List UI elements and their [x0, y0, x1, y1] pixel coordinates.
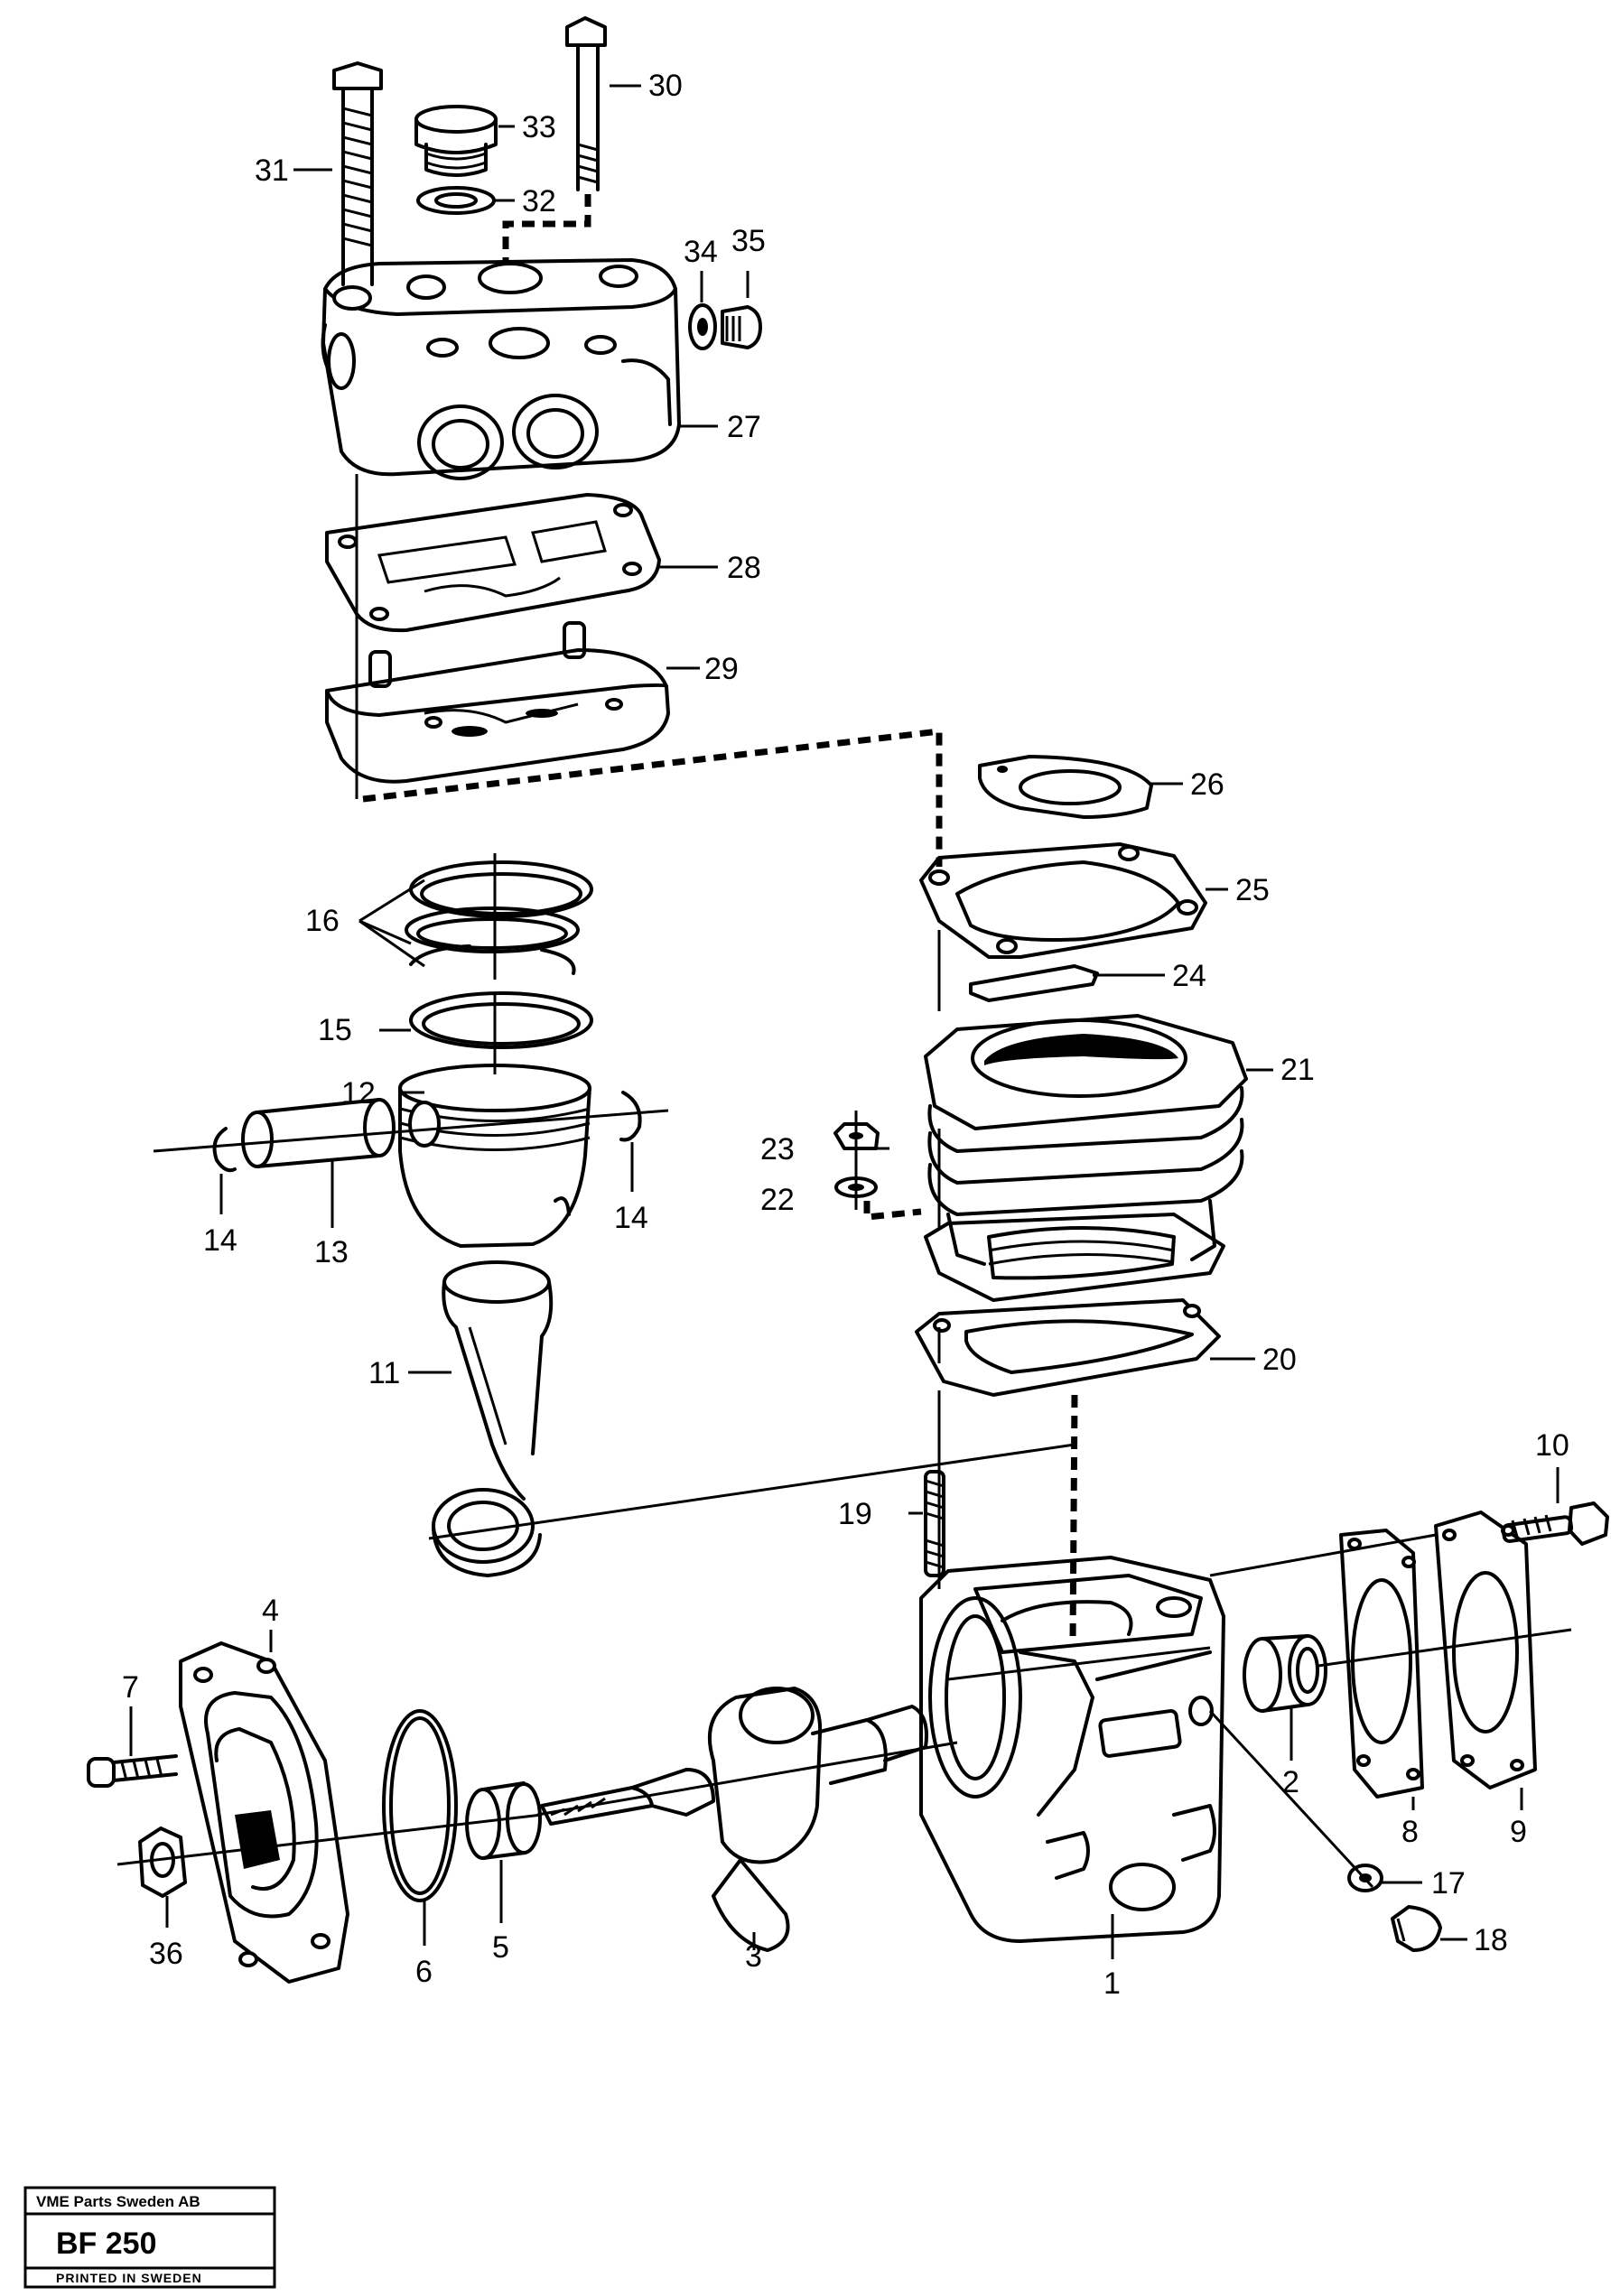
label-10: 10 — [1535, 1428, 1569, 1463]
label-14-left: 14 — [203, 1223, 237, 1258]
label-4: 4 — [262, 1594, 279, 1628]
label-15: 15 — [318, 1013, 352, 1047]
nut-36 — [138, 1827, 187, 1898]
gasket-8 — [1339, 1529, 1424, 1799]
label-13: 13 — [314, 1235, 349, 1269]
label-7: 7 — [122, 1670, 139, 1705]
label-23: 23 — [760, 1132, 795, 1167]
gasket-25 — [919, 842, 1207, 959]
label-32: 32 — [522, 184, 556, 218]
bearing-2 — [1243, 1634, 1327, 1713]
bolt-30 — [565, 16, 607, 191]
bolt-7 — [87, 1754, 178, 1788]
label-21: 21 — [1280, 1053, 1315, 1087]
label-36: 36 — [149, 1937, 183, 1971]
piston-ring-15 — [409, 991, 593, 1049]
gasket-28 — [325, 493, 661, 633]
label-17: 17 — [1431, 1866, 1466, 1901]
assembly-line — [502, 194, 591, 262]
label-8: 8 — [1401, 1815, 1419, 1849]
title-block-printed: PRINTED IN SWEDEN — [56, 2271, 202, 2285]
label-31: 31 — [255, 153, 289, 188]
label-20: 20 — [1262, 1343, 1297, 1377]
bolt-10 — [1501, 1501, 1609, 1546]
valve-plate-29 — [325, 621, 670, 784]
plug-35 — [721, 305, 762, 349]
crankcase-1 — [919, 1556, 1225, 1943]
shim-24 — [969, 964, 1099, 1002]
label-24: 24 — [1172, 959, 1206, 993]
connecting-rod-11 — [428, 1260, 1075, 1577]
label-12: 12 — [341, 1076, 376, 1111]
circlip-14-left — [212, 1127, 237, 1173]
label-29: 29 — [704, 652, 739, 686]
label-2: 2 — [1282, 1765, 1299, 1799]
title-block-code: BF 250 — [56, 2226, 157, 2261]
label-6: 6 — [415, 1955, 433, 1989]
label-26: 26 — [1190, 767, 1224, 802]
label-16: 16 — [305, 904, 340, 938]
cylinder-21 — [924, 1014, 1248, 1302]
label-33: 33 — [522, 110, 556, 144]
bush-5 — [465, 1781, 542, 1860]
piston-pin-13 — [153, 1098, 669, 1168]
label-34: 34 — [684, 235, 718, 269]
bolt-31 — [332, 61, 383, 286]
title-block-company: VME Parts Sweden AB — [36, 2193, 200, 2210]
cylinder-head-27 — [321, 258, 681, 480]
piston-12 — [398, 993, 591, 1248]
plug-33 — [414, 105, 498, 177]
title-block: VME Parts Sweden AB BF 250 PRINTED IN SW… — [23, 2186, 276, 2289]
label-22: 22 — [760, 1183, 795, 1217]
part-labels: 31 30 33 32 34 35 27 28 29 26 25 24 21 1… — [122, 69, 1569, 2001]
label-30: 30 — [648, 69, 683, 103]
assembly-line — [362, 728, 943, 867]
screw-18 — [1391, 1905, 1442, 1952]
label-19: 19 — [838, 1497, 872, 1531]
end-cover-4 — [179, 1641, 349, 1984]
stud-19 — [924, 1470, 945, 1577]
label-11: 11 — [368, 1356, 400, 1390]
piston-rings-16 — [405, 853, 593, 980]
assembly-line — [1069, 1394, 1078, 1644]
label-14-right: 14 — [614, 1201, 648, 1235]
label-27: 27 — [727, 410, 761, 444]
crankshaft-3 — [536, 1687, 958, 1952]
gasket-26 — [978, 755, 1153, 819]
cover-9 — [1434, 1511, 1537, 1789]
label-3: 3 — [745, 1939, 762, 1974]
label-9: 9 — [1510, 1815, 1527, 1849]
label-18: 18 — [1474, 1923, 1508, 1957]
o-ring-6 — [382, 1709, 458, 1902]
label-5: 5 — [492, 1930, 509, 1965]
assembly-line — [863, 1201, 922, 1221]
label-28: 28 — [727, 551, 761, 585]
leader-lines — [129, 84, 1559, 1959]
washer-34 — [688, 303, 717, 350]
circlip-14-right — [619, 1091, 642, 1142]
label-1: 1 — [1103, 1966, 1121, 2001]
washer-32 — [416, 186, 496, 215]
gasket-20 — [915, 1298, 1221, 1397]
label-25: 25 — [1235, 873, 1270, 907]
label-35: 35 — [731, 224, 766, 258]
